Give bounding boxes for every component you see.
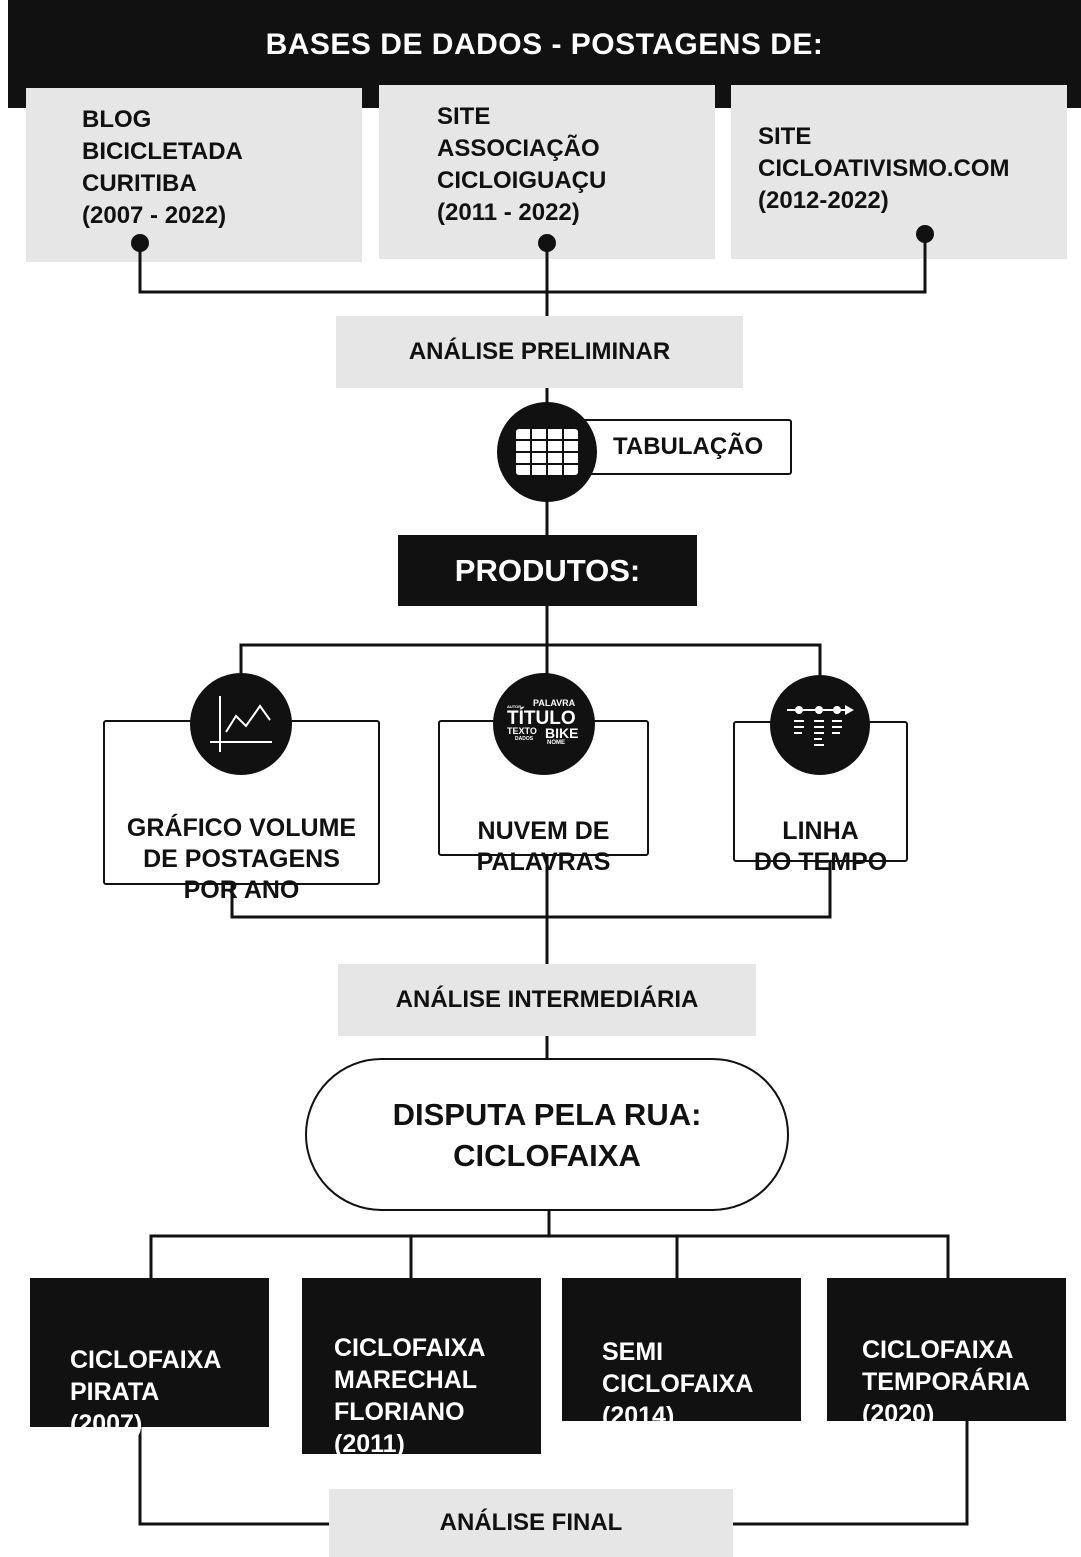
products-title: PRODUTOS: [454,552,641,588]
word-cloud-word: PALAVRA [533,698,576,708]
case-label: CICLOFAIXA MARECHAL FLORIANO (2011) [334,1334,486,1458]
case-label: SEMI CICLOFAIXA (2014) [602,1338,754,1430]
product-label: LINHA DO TEMPO [753,817,888,876]
line-chart-icon [190,673,292,775]
source-box-cicloativismo: SITE CICLOATIVISMO.COM (2012-2022) [731,85,1067,259]
product-box-word-cloud: NUVEM DE PALAVRAS [438,720,649,876]
case-label: CICLOFAIXA TEMPORÁRIA (2020) [862,1336,1031,1428]
word-cloud-icon: PALAVRA AUTOR TÍTULO TEXTO BIKE NOME DAD… [493,673,595,775]
dispute-oval: DISPUTA PELA RUA: CICLOFAIXA [305,1058,789,1211]
header-title: BASES DE DADOS - POSTAGENS DE: [265,28,824,61]
source-label: BLOG BICICLETADA CURITIBA (2007 - 2022) [82,106,243,229]
tabulation-box: TABULAÇÃO [578,419,792,475]
case-box-pirata: CICLOFAIXA PIRATA (2007) [30,1278,269,1438]
timeline-icon [770,675,870,775]
intermediate-analysis-label: ANÁLISE INTERMEDIÁRIA [395,986,699,1013]
products-title-box: PRODUTOS: [398,535,697,606]
final-analysis-label: ANÁLISE FINAL [439,1509,623,1536]
preliminary-analysis-box: ANÁLISE PRELIMINAR [336,316,743,388]
word-cloud-word: AUTOR [507,704,522,709]
word-cloud-word: NOME [547,740,565,746]
product-label: NUVEM DE PALAVRAS [476,817,611,876]
word-cloud-word: DADOS [515,736,534,742]
word-cloud-word: BIKE [545,725,579,741]
word-cloud-word: TÍTULO [507,708,576,729]
preliminary-analysis-label: ANÁLISE PRELIMINAR [408,338,671,365]
tabulation-label: TABULAÇÃO [613,433,764,460]
intermediate-analysis-box: ANÁLISE INTERMEDIÁRIA [338,964,756,1036]
source-connector-dots [131,225,934,262]
final-analysis-box: ANÁLISE FINAL [329,1489,733,1557]
case-label: CICLOFAIXA PIRATA (2007) [70,1346,222,1438]
source-box-cicloiguacu: SITE ASSOCIAÇÃO CICLOIGUAÇU (2011 - 2022… [379,85,715,259]
case-box-marechal-floriano: CICLOFAIXA MARECHAL FLORIANO (2011) [302,1278,541,1458]
case-box-temporaria: CICLOFAIXA TEMPORÁRIA (2020) [827,1278,1066,1428]
case-box-semi: SEMI CICLOFAIXA (2014) [562,1278,801,1430]
dispute-label: DISPUTA PELA RUA: CICLOFAIXA [392,1096,702,1173]
product-label: GRÁFICO VOLUME DE POSTAGENS POR ANO [126,814,357,904]
table-icon [497,402,597,502]
source-box-bicicletada: BLOG BICICLETADA CURITIBA (2007 - 2022) [26,88,362,262]
source-label: SITE ASSOCIAÇÃO CICLOIGUAÇU (2011 - 2022… [437,103,607,226]
word-cloud-word: TEXTO [507,726,537,736]
source-label: SITE CICLOATIVISMO.COM (2012-2022) [758,123,1010,214]
